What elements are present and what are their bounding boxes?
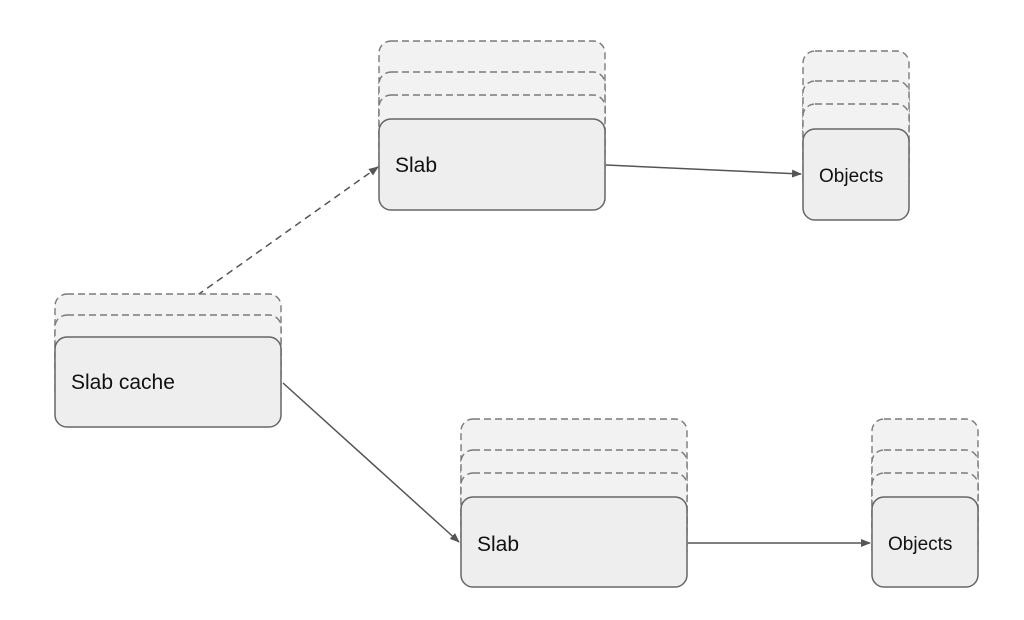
node-box: [54, 336, 282, 428]
node-objects-bottom: Objects: [871, 418, 979, 588]
edges: [167, 164, 871, 547]
node-label-slab-top: Slab: [395, 154, 437, 177]
node-label-objects-bottom: Objects: [888, 534, 952, 555]
node-box: [460, 496, 688, 588]
edge-slab-cache-to-slab-top: [167, 166, 379, 317]
node-label-objects-top: Objects: [819, 166, 883, 187]
node-box: [802, 128, 910, 221]
node-label-slab-bottom: Slab: [477, 533, 519, 556]
node-slab-bottom: Slab: [460, 418, 688, 588]
node-slab-cache: Slab cache: [54, 293, 282, 428]
node-box: [871, 496, 979, 588]
node-slab-top: Slab: [378, 40, 606, 211]
node-label-slab-cache: Slab cache: [71, 371, 175, 394]
edge-slab-cache-to-slab-bottom: [282, 382, 460, 543]
edge-slab-top-to-objects-top: [605, 164, 802, 178]
node-box: [378, 118, 606, 211]
node-objects-top: Objects: [802, 50, 910, 221]
